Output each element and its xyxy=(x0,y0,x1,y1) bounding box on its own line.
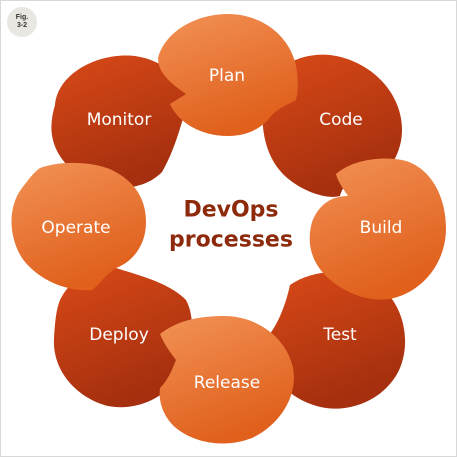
step-operate: Operate xyxy=(11,162,146,291)
center-title-line1: DevOps xyxy=(183,198,278,223)
step-label-code: Code xyxy=(319,110,363,130)
step-label-plan: Plan xyxy=(209,66,245,86)
plan-petal xyxy=(158,14,298,136)
step-release: Release xyxy=(159,316,294,444)
step-label-build: Build xyxy=(360,218,403,238)
step-label-release: Release xyxy=(194,373,260,393)
operate-petal xyxy=(11,162,146,291)
figure-number-badge: Fig. 3-2 xyxy=(7,7,37,37)
figure-badge-number: 3-2 xyxy=(16,22,28,29)
step-label-test: Test xyxy=(322,325,357,345)
deploy-petal xyxy=(53,266,193,408)
step-label-operate: Operate xyxy=(41,218,110,238)
step-label-monitor: Monitor xyxy=(87,110,152,130)
center-title-line2: processes xyxy=(169,228,293,253)
step-label-deploy: Deploy xyxy=(89,325,149,345)
step-plan: Plan xyxy=(158,14,298,136)
build-petal xyxy=(309,158,446,300)
step-monitor: Monitor xyxy=(51,55,192,188)
figure-badge-label: Fig. xyxy=(15,14,29,21)
step-test: Test xyxy=(262,272,406,409)
step-build: Build xyxy=(309,158,446,300)
test-petal xyxy=(262,272,406,409)
step-deploy: Deploy xyxy=(53,266,193,408)
release-petal xyxy=(159,316,294,444)
monitor-petal xyxy=(51,55,192,188)
